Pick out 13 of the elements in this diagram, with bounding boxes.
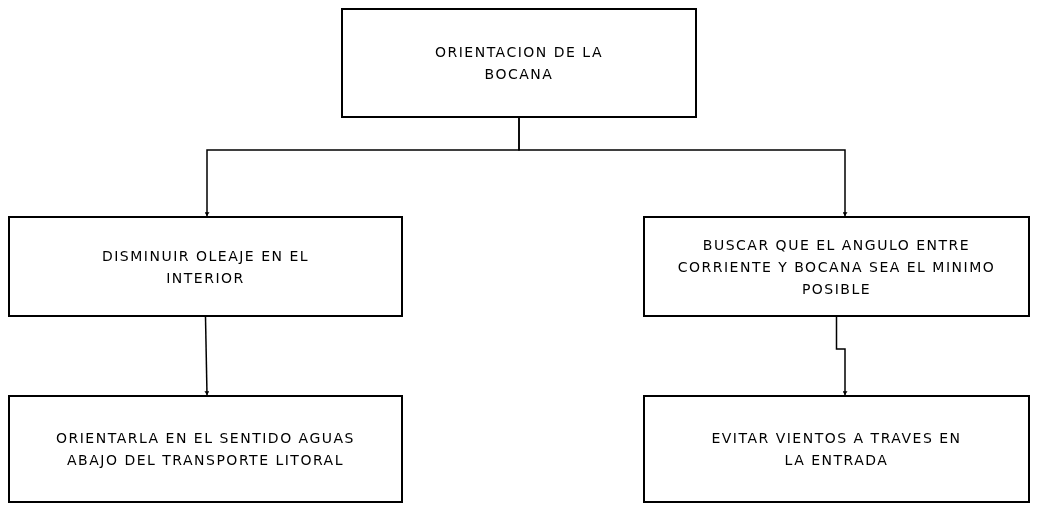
box-text: BUSCAR QUE EL ANGULO ENTRE CORRIENTE Y BOCANA SEA EL MINIMO POSIBLE — [676, 235, 997, 299]
process-box — [643, 395, 1030, 503]
process-box — [643, 216, 1030, 317]
connector-arrow — [835, 316, 848, 396]
process-box — [8, 395, 403, 503]
box-text: ORIENTARLA EN EL SENTIDO AGUAS ABAJO DEL TRANSPORTE LITORAL — [55, 429, 356, 470]
process-box — [8, 216, 403, 317]
box-text: EVITAR VIENTOS A TRAVES EN LA ENTRADA — [710, 429, 963, 470]
box-text: ORIENTACION DE LA BOCANA — [433, 43, 605, 84]
box-text: DISMINUIR OLEAJE EN EL INTERIOR — [100, 246, 311, 288]
process-box — [341, 8, 697, 118]
connector-arrow — [518, 117, 848, 217]
connector-arrow — [204, 316, 210, 396]
